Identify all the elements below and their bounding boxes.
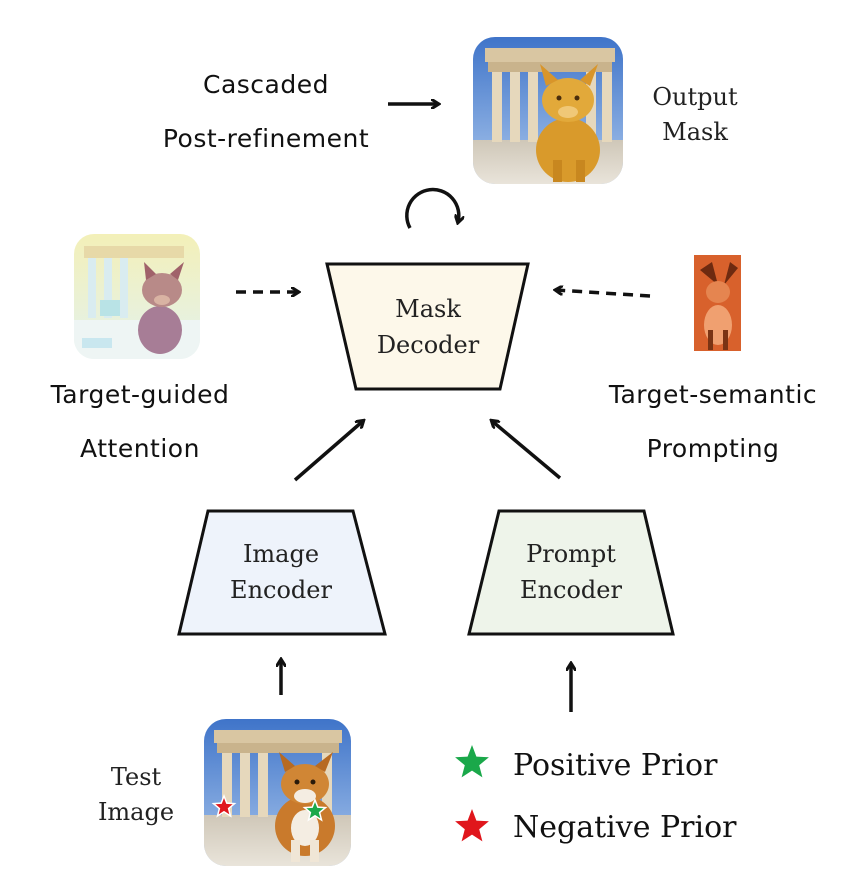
tsp-label-line2: Prompting bbox=[647, 434, 780, 463]
tga-label-line1: Target-guided bbox=[50, 380, 230, 409]
prompt-encoder-block bbox=[467, 509, 675, 636]
positive-prior-legend-star bbox=[455, 745, 489, 778]
prompt-encoder-label-line1: Prompt bbox=[526, 540, 616, 568]
prompt-to-decoder-arrow bbox=[492, 421, 562, 480]
image-encoder-label-line1: Image bbox=[243, 540, 319, 568]
prompting-dashed-arrow bbox=[556, 290, 651, 298]
loop-arrow bbox=[405, 187, 459, 229]
test-image bbox=[204, 719, 351, 866]
mask-decoder-label-line2: Decoder bbox=[377, 331, 480, 359]
negative-prior-legend-star bbox=[455, 809, 489, 842]
positive-prior-label: Positive Prior bbox=[513, 748, 718, 783]
mask-decoder-label-line1: Mask bbox=[395, 295, 461, 323]
negative-prior-label: Negative Prior bbox=[513, 810, 737, 845]
output-label-line1: Output bbox=[652, 83, 738, 111]
negative-prior-star-on-image bbox=[211, 793, 237, 818]
cascaded-label-line1: Cascaded bbox=[203, 70, 329, 99]
semantic-prompt-image bbox=[694, 255, 741, 351]
image-to-decoder-arrow bbox=[293, 421, 363, 482]
image-encoder-block bbox=[177, 509, 387, 636]
mask-decoder-block bbox=[325, 262, 530, 391]
cascaded-label-line2: Post-refinement bbox=[163, 124, 369, 153]
tsp-label-line1: Target-semantic bbox=[608, 380, 817, 409]
positive-prior-star-on-image bbox=[302, 797, 328, 822]
tga-label-line2: Attention bbox=[80, 434, 200, 463]
prompt-encoder-label-line2: Encoder bbox=[520, 576, 622, 604]
output-label-line2: Mask bbox=[662, 118, 728, 146]
test-image-label-line1: Test bbox=[111, 763, 162, 791]
output-mask-image bbox=[473, 37, 623, 184]
test-image-label-line2: Image bbox=[98, 798, 174, 826]
image-encoder-label-line2: Encoder bbox=[230, 576, 332, 604]
attention-map-image bbox=[74, 234, 200, 359]
